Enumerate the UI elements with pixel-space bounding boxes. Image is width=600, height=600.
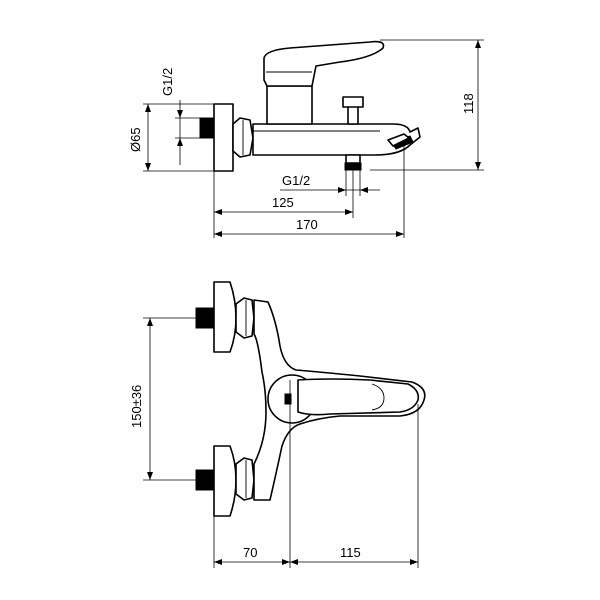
side-cartridge-column [266,85,313,125]
top-view: 150±36 70 115 [129,281,426,568]
side-diverter-stem [347,105,359,125]
top-upper-flange [213,281,237,353]
side-spout-tip [387,133,410,147]
side-wall-flange [213,103,234,172]
top-lever-inner [371,383,385,411]
top-lower-flange [213,445,237,517]
label-dim-125: 125 [272,195,294,210]
side-view: G1/2 Ø65 G1/2 125 170 118 [128,39,484,238]
label-dim-118: 118 [461,93,476,114]
label-thread-bottom: G1/2 [282,173,310,188]
side-lower-outlet-thread [344,162,362,171]
label-dim-150: 150±36 [129,385,144,428]
label-dim-70: 70 [243,545,257,560]
side-mixer-body [252,123,421,156]
label-dim-170: 170 [296,217,318,232]
top-upper-nut [235,297,255,339]
side-diverter-knob [342,96,364,108]
side-inlet-thread [199,117,215,139]
label-thread-top: G1/2 [160,68,175,96]
label-dim-115: 115 [340,545,361,560]
top-lower-nut [235,457,255,501]
label-diameter: Ø65 [128,127,143,152]
top-center-marker [284,393,292,405]
side-lever-handle [263,40,385,87]
side-lower-outlet [345,154,361,164]
top-lever-handle [297,378,420,416]
